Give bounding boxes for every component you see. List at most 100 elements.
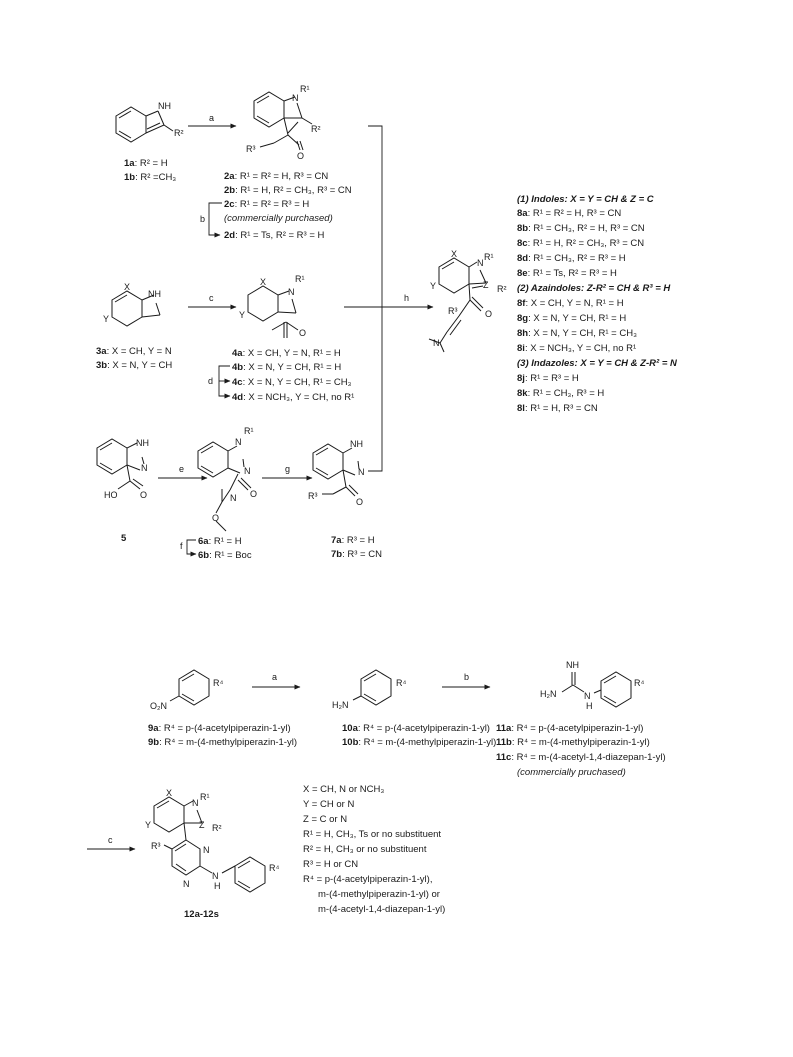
atom-r2: R² <box>212 823 222 833</box>
bond-line <box>169 695 180 702</box>
bond-line <box>301 117 313 125</box>
label-text: 8g: X = N, Y = CH, R¹ = H <box>517 313 626 324</box>
label-7a: 7a <box>331 535 342 546</box>
compound-8-structure: X N R¹ Y Z R² O R³ N <box>428 249 507 353</box>
label-8c: 8c <box>517 238 528 249</box>
label-2c: 2c <box>224 199 235 210</box>
bond-line <box>438 257 470 294</box>
heading-indazoles: (3) Indazoles: X = Y = CH & Z-R² = N <box>517 358 678 369</box>
label-8h: 8h <box>517 328 528 339</box>
reagent-e: e <box>179 464 184 474</box>
bond-line <box>439 331 448 344</box>
atom-nh-imine: NH <box>566 660 579 670</box>
def-line: m-(4-methylpiperazin-1-yl) or <box>318 889 440 900</box>
label-text: : R³ = CN <box>342 549 382 560</box>
atom-x: X <box>124 282 130 292</box>
heading-azaindoles: (2) Azaindoles: Z-R² = CH & R³ = H <box>517 283 671 294</box>
bond-line <box>593 689 602 694</box>
compound-6-structure: N R¹ N O N O <box>197 426 257 532</box>
atom-r1: R¹ <box>484 252 494 262</box>
bond-line <box>237 860 251 869</box>
label-8j: 8j <box>517 373 525 384</box>
bond-line <box>145 110 159 117</box>
bond-line <box>229 473 239 491</box>
label-text: 8d: R¹ = CH₃, R² = R³ = H <box>517 253 626 264</box>
reagent-h: h <box>404 293 409 303</box>
label-8l: 8l <box>517 403 525 414</box>
atom-o: O <box>250 489 257 499</box>
bond-line <box>287 121 299 134</box>
bond-line <box>561 684 574 693</box>
reagent-b: b <box>200 214 205 224</box>
label-text: : R¹ = Ts, R² = R³ = H <box>235 230 324 241</box>
label-text: 8c: R¹ = H, R² = CH₃, R³ = CN <box>517 238 644 249</box>
bond-line <box>312 443 344 480</box>
bond-line <box>157 110 165 126</box>
bond-line <box>171 839 201 876</box>
label-8i: 8i <box>517 343 525 354</box>
label-text: 2d: R¹ = Ts, R² = R³ = H <box>224 230 325 241</box>
label-text: : R¹ = H <box>209 536 242 547</box>
label-text: 4a: X = CH, Y = N, R¹ = H <box>232 348 341 359</box>
atom-r2: R² <box>311 124 321 134</box>
bond-line <box>273 134 289 144</box>
bond-line <box>256 115 270 124</box>
atom-r4: R⁴ <box>269 863 279 873</box>
label-text: : R¹ = R² = H, R³ = CN <box>235 171 329 182</box>
bond-line <box>363 673 377 682</box>
bond-line <box>342 469 356 476</box>
bond-line <box>299 140 304 151</box>
bond-line <box>181 673 195 682</box>
label-4d: 4d <box>232 392 243 403</box>
label-6b: 6b <box>198 550 209 561</box>
label-text: 2c: R¹ = R² = R³ = H <box>224 199 309 210</box>
label-text: 9a: R⁴ = p-(4-acetylpiperazin-1-yl) <box>148 723 291 734</box>
label-6a: 6a <box>198 536 209 547</box>
label-text: : X = N, Y = CH, R¹ = H <box>243 362 341 373</box>
bond-line <box>315 447 329 456</box>
def-line: X = CH, N or NCH₃ <box>303 784 384 795</box>
bond-line <box>99 442 113 451</box>
label-5: 5 <box>121 533 127 544</box>
bond-line <box>183 822 187 841</box>
bond-line <box>126 442 138 449</box>
atom-n: N <box>288 287 295 297</box>
bond-line <box>428 338 441 344</box>
atom-n: N <box>244 466 251 476</box>
atom-nh: NH <box>136 438 149 448</box>
label-text: : X = N, Y = CH, R¹ = CH₃ <box>528 328 637 339</box>
bond-line <box>132 478 144 487</box>
atom-o2n: O₂N <box>150 701 167 711</box>
arrow-b <box>208 202 222 238</box>
bond-line <box>471 296 484 309</box>
def-line: R⁴ = p-(4-acetylpiperazin-1-yl), <box>303 874 432 885</box>
atom-n: N <box>192 798 199 808</box>
label-text: 11a: R⁴ = p-(4-acetylpiperazin-1-yl) <box>496 723 643 734</box>
def-line: R² = H, CH₃ or no substituent <box>303 844 427 855</box>
label-text: : X = NCH₃, Y = CH, no R¹ <box>525 343 636 354</box>
label-text: : R¹ = Ts, R² = R³ = H <box>528 268 617 279</box>
compound-9-structure: O₂N R⁴ <box>150 669 223 711</box>
label-text: : R⁴ = m-(4-methylpiperazin-1-yl) <box>159 737 297 748</box>
label-text: 7a: R³ = H <box>331 535 375 546</box>
atom-o: O <box>299 328 306 338</box>
label-text: 8e: R¹ = Ts, R² = R³ = H <box>517 268 617 279</box>
bond-line <box>357 460 360 470</box>
bond-line <box>315 467 329 476</box>
bond-line <box>129 480 141 490</box>
bond-line <box>468 282 487 285</box>
label-2d: 2d <box>224 230 235 241</box>
bond-line <box>363 693 377 702</box>
bond-line <box>446 315 460 333</box>
bond-line <box>572 684 585 693</box>
atom-n: N <box>230 493 237 503</box>
compound-3-structure: X NH Y <box>103 282 161 327</box>
bond-line <box>242 458 245 468</box>
label-2b: 2b <box>224 185 235 196</box>
label-text: 11b: R⁴ = m-(4-methylpiperazin-1-yl) <box>496 737 650 748</box>
bond-line <box>163 124 174 132</box>
label-text: 3b: X = N, Y = CH <box>96 360 172 371</box>
label-8a: 8a <box>517 208 528 219</box>
atom-ho: HO <box>104 490 118 500</box>
label-text: 8l: R¹ = H, R³ = CN <box>517 403 598 414</box>
